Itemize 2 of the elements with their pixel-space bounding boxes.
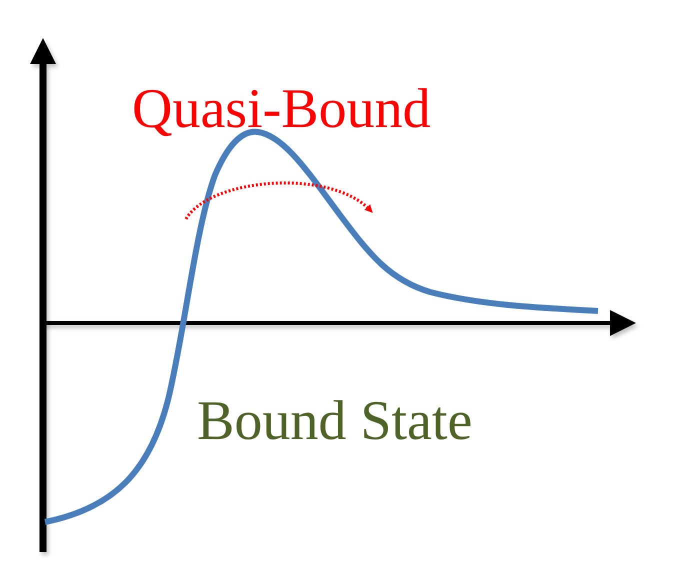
level-label: Bound State xyxy=(197,393,472,449)
level-label: Quasi-Bound xyxy=(132,81,431,137)
